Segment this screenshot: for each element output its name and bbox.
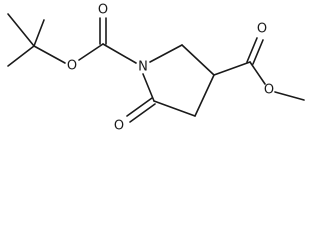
atom-o-lactam: O xyxy=(114,119,124,134)
bond-tbutyl-methyl-left xyxy=(7,45,35,67)
bond-n-to-c2 xyxy=(149,44,183,63)
bond-c4-to-c5 xyxy=(153,100,196,117)
bond-ester-o-to-methyl xyxy=(274,91,305,101)
atom-o-ester-ether: O xyxy=(264,83,274,98)
bond-c5-to-n xyxy=(142,73,155,102)
bond-tbutyl-methyl-mid xyxy=(33,19,45,47)
bond-o-to-carbamate-c xyxy=(78,43,104,61)
svg-text:O: O xyxy=(264,83,274,98)
bond-carbamate-c-to-n xyxy=(102,43,137,64)
bond-ester-c-to-o xyxy=(249,61,266,85)
svg-text:O: O xyxy=(257,22,267,37)
svg-text:O: O xyxy=(98,3,108,18)
atom-n-ring: N xyxy=(138,60,148,75)
bond-c2-to-c3 xyxy=(181,44,215,76)
atom-o-ester-carbonyl: O xyxy=(257,22,267,37)
svg-text:N: N xyxy=(138,60,148,75)
bond-tbutyl-quaternary-to-o xyxy=(33,45,66,64)
bond-c3-to-c4 xyxy=(194,74,215,117)
svg-text:O: O xyxy=(114,119,124,134)
bond-c5-lactam-o-double xyxy=(126,97,156,123)
chemical-structure: O O N O O O xyxy=(7,3,305,134)
bond-tbutyl-methyl-top xyxy=(7,13,35,47)
atom-o-carbamate-carbonyl: O xyxy=(98,3,108,18)
bond-carbamate-c-o-double xyxy=(99,17,107,45)
atom-o-carbamate-ether: O xyxy=(67,59,77,74)
svg-text:O: O xyxy=(67,59,77,74)
bond-c3-to-ester-c xyxy=(213,61,251,76)
bond-ester-c-o-double xyxy=(246,37,264,65)
